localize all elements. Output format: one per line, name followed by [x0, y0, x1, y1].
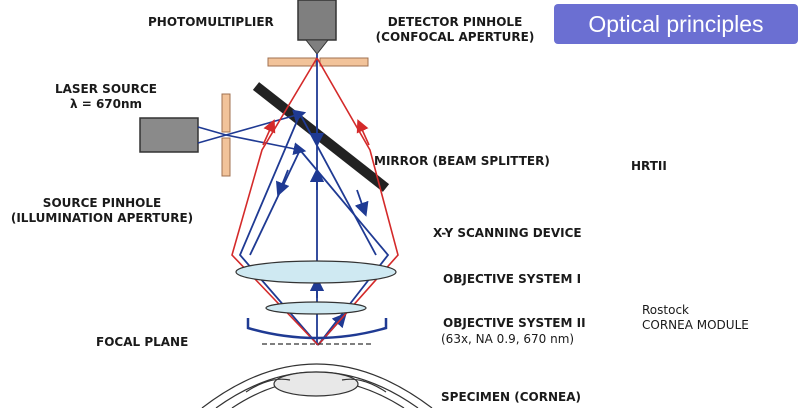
label-source-pinhole: SOURCE PINHOLE (ILLUMINATION APERTURE) [4, 196, 200, 226]
illumination-rays [238, 54, 390, 346]
label-source-pinhole-line2: (ILLUMINATION APERTURE) [10, 211, 194, 225]
label-specimen: SPECIMEN (CORNEA) [441, 390, 582, 404]
label-hrtii: HRTII [631, 159, 667, 173]
label-mirror: MIRROR (BEAM SPLITTER) [374, 154, 550, 168]
label-xy-scanning: X-Y SCANNING DEVICE [433, 226, 582, 240]
laser-rays [197, 109, 307, 156]
title-banner: Optical principles [554, 4, 798, 44]
label-detector-pinhole: DETECTOR PINHOLE (CONFOCAL APERTURE) [362, 15, 548, 45]
objective-lens-2 [246, 301, 388, 340]
label-objective-2: OBJECTIVE SYSTEM II [443, 316, 586, 330]
photomultiplier-box [297, 0, 337, 55]
label-source-pinhole-line1: SOURCE PINHOLE [42, 196, 162, 210]
return-rays [231, 57, 399, 346]
label-laser-wavelength: λ = 670nm [69, 97, 143, 111]
objective-lens-1 [235, 260, 397, 284]
eye-specimen [201, 363, 433, 408]
label-objective-1: OBJECTIVE SYSTEM I [443, 272, 582, 286]
label-rostock: Rostock [642, 303, 689, 317]
source-pinhole [221, 93, 231, 177]
label-cornea-module: CORNEA MODULE [642, 318, 749, 332]
laser-source-box [139, 117, 199, 153]
label-detector-pinhole-line1: DETECTOR PINHOLE [387, 15, 523, 29]
label-laser-source-line1: LASER SOURCE [54, 82, 158, 96]
label-laser-source: LASER SOURCE λ = 670nm [42, 82, 170, 112]
label-focal-plane: FOCAL PLANE [96, 335, 189, 349]
label-detector-pinhole-line2: (CONFOCAL APERTURE) [375, 30, 535, 44]
label-photomultiplier: PHOTOMULTIPLIER [148, 15, 274, 29]
label-objective-2-spec: (63x, NA 0.9, 670 nm) [441, 332, 575, 346]
